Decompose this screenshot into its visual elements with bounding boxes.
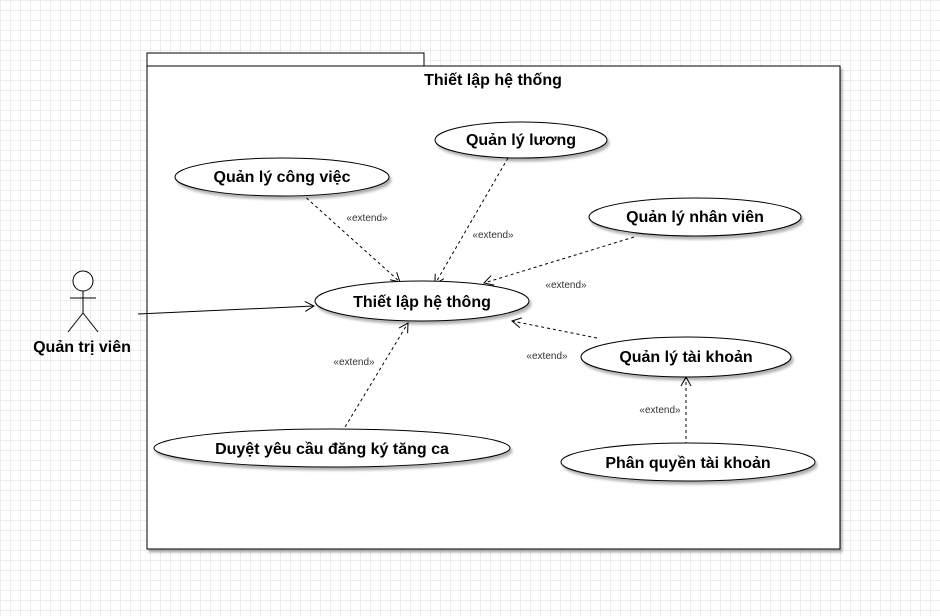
use-case-label: Duyệt yêu cầu đăng ký tăng ca [215,441,449,458]
extend-labels: «extend» «extend» «extend» «extend» «ext… [333,213,681,416]
extend-label-luong: «extend» [472,230,514,241]
use-case-luong[interactable]: Quản lý lương [434,121,608,159]
use-case-nhan-vien[interactable]: Quản lý nhân viên [588,197,802,237]
extend-label-phan-quyen: «extend» [639,405,681,416]
use-case-label: Quản lý lương [466,132,576,149]
use-case-label: Quản lý nhân viên [626,209,764,226]
actor-stick-figure-icon [67,270,99,333]
extend-line-tai-khoan [510,317,598,339]
use-case-main[interactable]: Thiết lập hệ thông [314,280,530,322]
use-case-tai-khoan[interactable]: Quản lý tài khoản [580,336,792,378]
extend-label-tai-khoan: «extend» [526,351,568,362]
system-title: Thiết lập hệ thống [424,72,562,89]
extend-label-cong-viec: «extend» [346,213,388,224]
use-case-label: Phân quyền tài khoản [605,455,770,472]
actor-label: Quản trị viên [33,339,131,356]
extend-line-luong [434,157,509,285]
use-case-cong-viec[interactable]: Quản lý công việc [174,157,390,197]
extend-line-nhan-vien [483,236,635,286]
use-case-label: Thiết lập hệ thông [353,294,491,311]
extend-label-nhan-vien: «extend» [545,280,587,291]
use-case-phan-quyen[interactable]: Phân quyền tài khoản [560,442,816,482]
extend-relations [301,157,692,445]
use-case-label: Quản lý công việc [214,169,351,186]
extend-label-tang-ca: «extend» [333,357,375,368]
association-line [137,300,316,315]
use-case-tang-ca[interactable]: Duyệt yêu cầu đăng ký tăng ca [153,428,511,468]
actor-quan-tri-vien[interactable]: Quản trị viên [33,270,131,356]
extend-line-cong-viec [301,193,401,283]
use-case-label: Quản lý tài khoản [619,349,752,366]
